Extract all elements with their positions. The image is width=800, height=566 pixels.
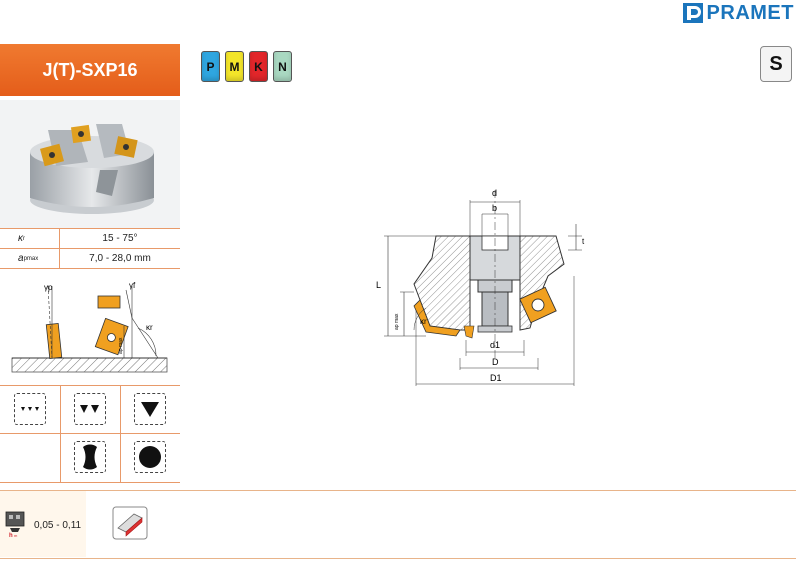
dim-b-label: b (492, 203, 497, 213)
svg-text:m: m (14, 533, 18, 538)
material-badge-k: K (249, 51, 268, 82)
continuous-cut-icon (134, 441, 166, 473)
light-machining-icon (14, 393, 46, 425)
surface-finish-icon (112, 506, 148, 540)
param-subscript: r (23, 235, 25, 242)
divider (0, 490, 796, 491)
feed-value: 0,05 - 0,11 (34, 520, 82, 531)
product-title: J(T)-SXP16 (0, 44, 180, 96)
svg-text:h: h (9, 533, 13, 538)
material-badge-p: P (201, 51, 220, 82)
ap-max-label: ap max (118, 337, 124, 354)
dim-kappa-r-label: κr (420, 317, 427, 326)
kappa-r-label: κr (146, 323, 153, 332)
product-photo (0, 100, 180, 228)
hm-feed-icon: h m (5, 511, 25, 538)
brand-name: PRAMET (706, 1, 794, 24)
material-badges: P M K N (201, 51, 292, 82)
milling-cutter-image (30, 124, 154, 214)
param-symbol: κ (18, 233, 23, 244)
interrupted-cut-icon (74, 441, 106, 473)
dim-d1-label: d1 (490, 340, 500, 350)
material-badge-n: N (273, 51, 292, 82)
cutting-geometry-diagram: γp γf κr ap max (11, 281, 168, 373)
material-badge-m: M (225, 51, 244, 82)
param-value: 7,0 - 28,0 mm (89, 253, 151, 264)
param-value: 15 - 75° (102, 233, 138, 244)
dim-t-label: t (582, 237, 585, 246)
param-symbol: a (18, 253, 24, 264)
divider (0, 558, 796, 559)
dim-ap-max-label: ap max (394, 313, 400, 330)
gamma-f-label: γf (129, 281, 136, 290)
pramet-logo-icon (682, 3, 703, 23)
grid-line (0, 385, 180, 386)
grid-line (0, 433, 180, 434)
medium-machining-icon (74, 393, 106, 425)
heavy-machining-icon (134, 393, 166, 425)
grade-badge: S (760, 46, 792, 82)
grid-line (120, 385, 121, 482)
grid-line (60, 385, 61, 482)
technical-drawing: d b t L ap max κr d1 D D1 (376, 188, 585, 386)
grid-line (0, 482, 180, 483)
brand-logo: PRAMET (682, 1, 794, 24)
dim-D-label: D (492, 357, 499, 367)
dim-D1-label: D1 (490, 373, 502, 383)
dim-d-label: d (492, 188, 497, 198)
gamma-p-label: γp (44, 283, 53, 292)
dim-L-label: L (376, 280, 381, 290)
param-subscript: pmax (23, 255, 39, 262)
